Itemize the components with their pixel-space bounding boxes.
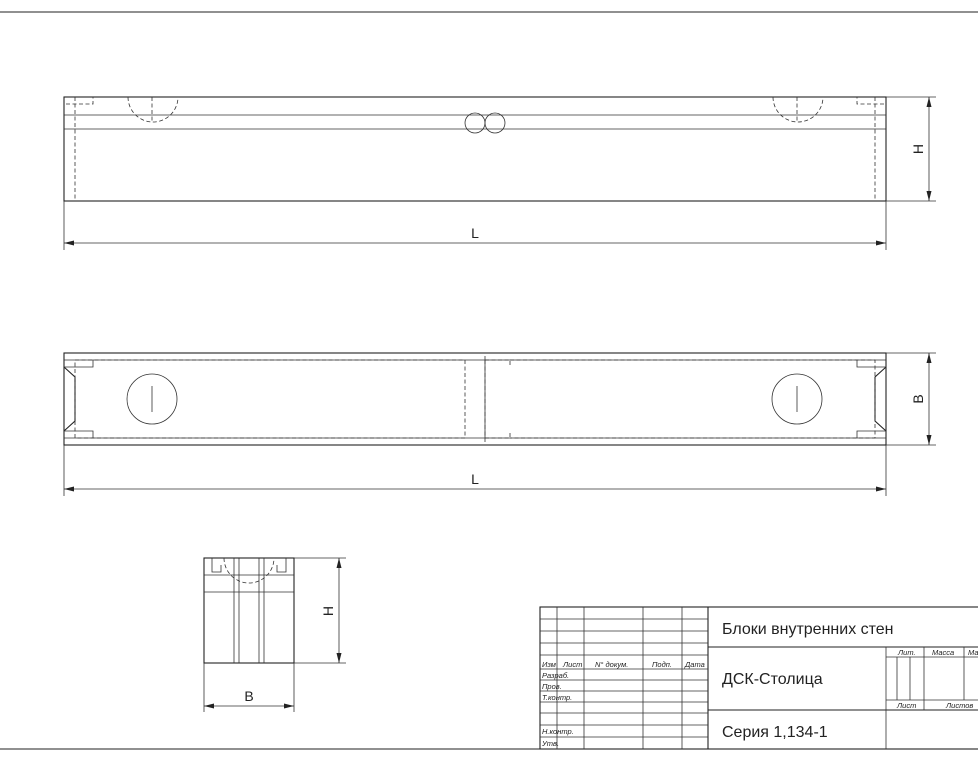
center-lug-left	[464, 112, 486, 134]
col-header-list: Лист	[562, 660, 582, 669]
elevation-outline	[63, 96, 887, 202]
col-header-signature: Подп.	[652, 660, 672, 669]
sheet-header: Лист	[896, 701, 916, 710]
col-header-doc-number: N° докум.	[595, 660, 628, 669]
role-checker: Пров.	[542, 682, 562, 691]
role-developer: Разраб.	[542, 671, 569, 680]
dim-label-length-plan: L	[471, 471, 479, 487]
plan-view: L B	[63, 352, 936, 496]
role-approved: Утв.	[541, 739, 559, 748]
front-elevation-view: L H	[63, 96, 936, 250]
stage-header-scale: Ма	[968, 648, 978, 657]
drawing-title: Блоки внутренних стен	[722, 621, 894, 638]
dim-label-width-end: B	[244, 688, 253, 704]
title-block: Изм Лист N° докум. Подп. Дата Разраб. Пр…	[539, 606, 978, 750]
dim-label-height-end: H	[320, 606, 336, 616]
dim-label-width-plan: B	[910, 394, 926, 403]
dim-label-length-top: L	[471, 225, 479, 241]
stage-header-mass: Масса	[932, 648, 954, 657]
lifting-hole-left	[126, 373, 178, 425]
col-header-izm: Изм	[542, 660, 556, 669]
center-lug-right	[484, 112, 506, 134]
organization-name: ДСК-Столица	[722, 671, 823, 688]
plan-outline	[63, 352, 887, 446]
dim-label-height-top: H	[910, 144, 926, 154]
stage-header-lit: Лит.	[897, 648, 916, 657]
lifting-hole-right	[771, 373, 823, 425]
series-number: Серия 1,134-1	[722, 724, 828, 741]
end-view-outline	[203, 557, 295, 664]
sheets-total-header: Листов	[945, 701, 973, 710]
role-norm-control: Н.контр.	[542, 727, 574, 736]
col-header-date: Дата	[684, 660, 705, 669]
role-tech-control: Т.контр.	[542, 693, 572, 702]
end-view: H B	[203, 557, 346, 712]
